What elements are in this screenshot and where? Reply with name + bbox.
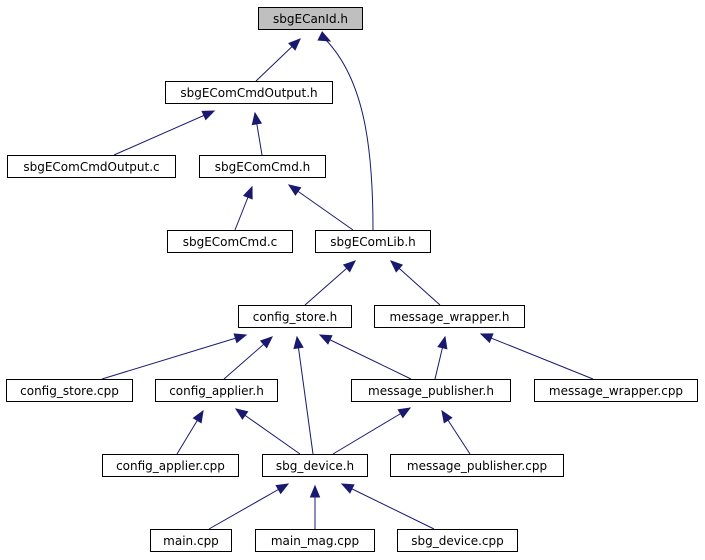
node-config-applier-cpp[interactable]: config_applier.cpp (102, 454, 239, 477)
edge-message_publisher_h-to-config_store_h (318, 334, 412, 380)
node-main-mag-cpp[interactable]: main_mag.cpp (255, 529, 375, 552)
arrow-head (390, 260, 404, 273)
arrow-head (288, 38, 301, 51)
node-config-store-h[interactable]: config_store.h (238, 305, 352, 328)
edge-sbgEComCmd_c-to-sbgEComCmd_h (234, 185, 253, 231)
edge-sbg_device_h-to-config_store_h (293, 335, 314, 455)
arrow-head (259, 336, 273, 349)
edges-layer (101, 31, 594, 530)
edge-config_applier_h-to-config_store_h (223, 336, 273, 380)
arrow-head (275, 483, 290, 495)
node-label: config_applier.h (169, 384, 264, 398)
node-label: message_wrapper.h (390, 310, 510, 324)
arrow-head (201, 110, 216, 121)
node-label: sbg_device.h (276, 459, 354, 473)
edge-message_publisher_h-to-message_wrapper_h (434, 335, 448, 380)
edge-line (235, 408, 301, 455)
arrow-head (318, 334, 333, 345)
edge-sbg_device_h-to-message_publisher_h (332, 407, 412, 455)
node-config-store-cpp[interactable]: config_store.cpp (6, 379, 133, 402)
edge-config_applier_cpp-to-config_applier_h (176, 409, 204, 455)
edge-message_publisher_cpp-to-message_publisher_h (441, 409, 471, 455)
node-message-wrapper-cpp[interactable]: message_wrapper.cpp (534, 379, 698, 402)
arrow-head (233, 333, 248, 344)
arrow-head (242, 185, 253, 200)
node-sbgecomcmdoutput-c[interactable]: sbgEComCmdOutput.c (7, 155, 176, 178)
edge-line (101, 334, 247, 380)
edge-sbgEComCmdOutput_h-to-sbgECanId_h (255, 38, 301, 82)
node-label: main_mag.cpp (271, 534, 359, 548)
edge-config_store_cpp-to-config_store_h (101, 333, 248, 380)
edge-main_cpp-to-sbg_device_h (208, 483, 290, 530)
edge-line (332, 407, 411, 455)
edge-sbgEComLib_h-to-sbgECanId_h (317, 31, 374, 231)
edge-line (208, 483, 289, 530)
edge-line (324, 38, 374, 231)
node-label: config_store.cpp (20, 384, 119, 398)
edge-sbgEComCmdOutput_c-to-sbgEComCmdOutput_h (113, 110, 216, 156)
node-label: sbgEComCmdOutput.h (180, 86, 317, 100)
node-sbgecomcmdoutput-h[interactable]: sbgEComCmdOutput.h (165, 81, 333, 104)
node-config-applier-h[interactable]: config_applier.h (155, 379, 278, 402)
arrow-head (287, 184, 302, 196)
node-sbgecomcmd-h[interactable]: sbgEComCmd.h (199, 155, 326, 178)
node-sbgecanid-h[interactable]: sbgECanId.h (258, 7, 363, 30)
arrow-head (192, 409, 204, 424)
arrow-head (293, 335, 304, 350)
edge-sbg_device_h-to-config_applier_h (234, 408, 301, 455)
node-label: sbgEComCmdOutput.c (23, 160, 159, 174)
node-label: sbgEComCmd.c (183, 235, 278, 249)
node-sbg-device-cpp[interactable]: sbg_device.cpp (397, 529, 518, 552)
node-label: sbgEComLib.h (330, 235, 416, 249)
arrow-head (251, 111, 263, 126)
node-label: sbgECanId.h (273, 12, 348, 26)
node-sbgecomlib-h[interactable]: sbgEComLib.h (315, 230, 431, 253)
node-message-publisher-cpp[interactable]: message_publisher.cpp (390, 454, 564, 477)
edge-sbgEComCmd_h-to-sbgEComCmdOutput_h (251, 111, 263, 156)
arrow-head (397, 407, 412, 419)
node-label: message_wrapper.cpp (549, 384, 683, 398)
edge-sbg_device_cpp-to-sbg_device_h (340, 483, 435, 530)
arrow-head (309, 484, 321, 498)
node-main-cpp[interactable]: main.cpp (150, 529, 232, 552)
edge-config_store_h-to-sbgEComLib_h (304, 260, 356, 306)
edge-line (480, 333, 594, 380)
node-label: message_publisher.h (368, 384, 494, 398)
node-sbgecomcmd-c[interactable]: sbgEComCmd.c (167, 230, 293, 253)
edge-line (341, 483, 435, 530)
arrow-head (234, 408, 249, 420)
node-label: message_publisher.cpp (407, 459, 547, 473)
node-sbg-device-h[interactable]: sbg_device.h (262, 454, 368, 477)
edge-sbgEComLib_h-to-sbgEComCmd_h (287, 184, 354, 231)
arrow-head (479, 333, 494, 344)
node-label: main.cpp (163, 534, 219, 548)
node-message-wrapper-h[interactable]: message_wrapper.h (374, 305, 525, 328)
edge-line (296, 336, 314, 455)
arrow-head (437, 335, 448, 350)
edge-line (319, 334, 412, 380)
node-label: sbgEComCmd.h (215, 160, 311, 174)
arrow-head (342, 260, 356, 273)
arrow-head (317, 31, 332, 42)
edge-message_wrapper_h-to-sbgEComLib_h (390, 260, 441, 306)
edge-line (113, 110, 215, 156)
arrow-head (441, 409, 453, 424)
node-message-publisher-h[interactable]: message_publisher.h (351, 379, 511, 402)
arrow-head (340, 483, 355, 494)
edge-message_wrapper_cpp-to-message_wrapper_h (479, 333, 594, 380)
edge-main_mag_cpp-to-sbg_device_h (309, 484, 321, 529)
node-label: sbg_device.cpp (411, 534, 504, 548)
node-label: config_applier.cpp (116, 459, 225, 473)
edge-line (288, 184, 354, 231)
node-label: config_store.h (253, 310, 338, 324)
